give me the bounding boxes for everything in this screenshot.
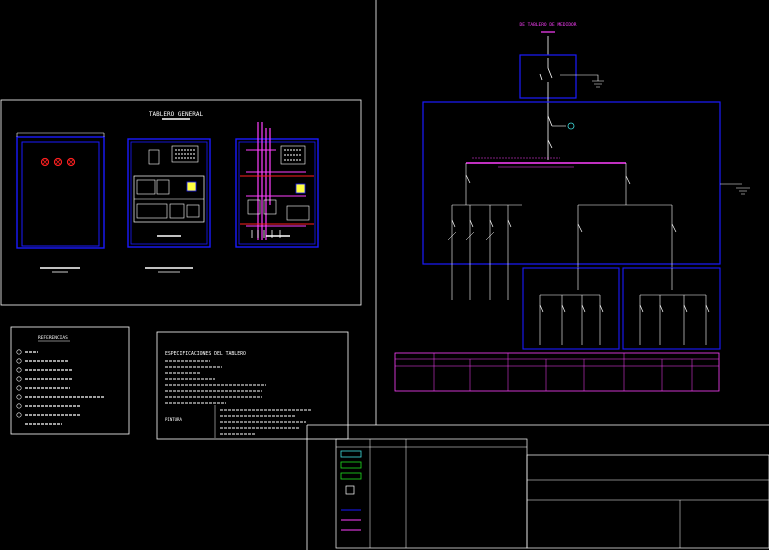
legend-box: REFERENCIAS bbox=[10, 326, 130, 435]
pilot-light-icon bbox=[40, 157, 50, 167]
sheet-frame bbox=[306, 0, 769, 550]
tablero-general-panel: TABLERO GENERAL bbox=[0, 99, 362, 306]
spec-title: ESPECIFICACIONES DEL TABLERO bbox=[165, 351, 246, 357]
cabinet-wiring-view bbox=[235, 122, 319, 248]
specification-box: ESPECIFICACIONES DEL TABLERO PINTURA bbox=[156, 331, 349, 440]
single-line-diagram: DE TABLERO DE MEDIDOR bbox=[394, 22, 750, 392]
tablero-title: TABLERO GENERAL bbox=[149, 111, 204, 118]
supply-label: DE TABLERO DE MEDIDOR bbox=[520, 22, 577, 28]
cabinet-front-view bbox=[16, 132, 105, 273]
pilot-light-icon bbox=[53, 157, 63, 167]
legend-title: REFERENCIAS bbox=[38, 335, 68, 341]
pilot-light-icon bbox=[66, 157, 76, 167]
cabinet-inner-view bbox=[127, 138, 211, 273]
spec-pintura: PINTURA bbox=[165, 417, 182, 422]
title-block bbox=[335, 438, 769, 549]
